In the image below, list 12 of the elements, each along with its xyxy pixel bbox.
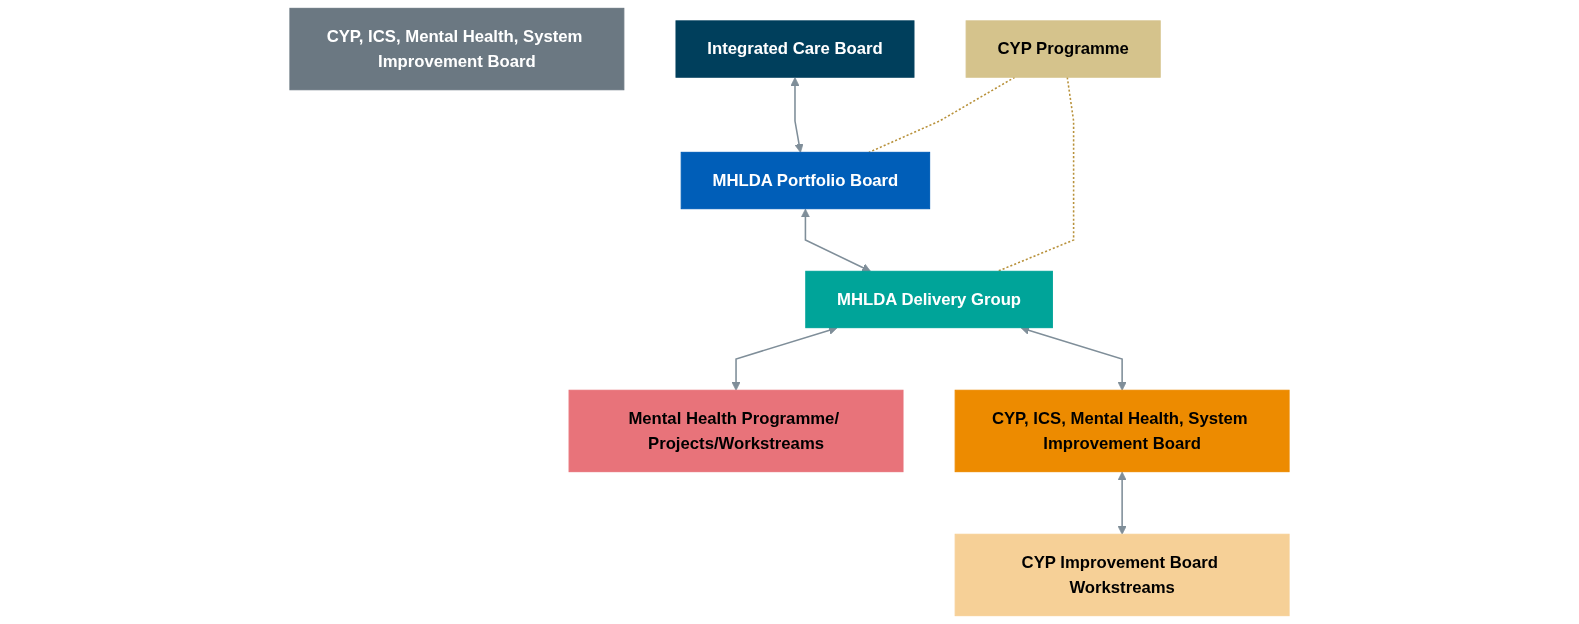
node-box: MHLDA Portfolio Board: [680, 151, 931, 210]
node-box: MHLDA Delivery Group: [805, 270, 1053, 329]
node-box: CYP Improvement Board Workstreams: [954, 533, 1290, 617]
node-box: CYP, ICS, Mental Health, System Improvement Board: [289, 7, 625, 91]
node-box: Mental Health Programme/ Projects/Workstreams: [568, 389, 904, 473]
connector: [996, 76, 1075, 273]
node-box: Integrated Care Board: [675, 20, 915, 78]
node-box: CYP, ICS, Mental Health, System Improvement Board: [954, 389, 1290, 473]
arrow: [790, 77, 804, 153]
arrow: [800, 208, 871, 272]
arrow: [1117, 471, 1127, 535]
node-box: CYP Programme: [965, 20, 1161, 78]
